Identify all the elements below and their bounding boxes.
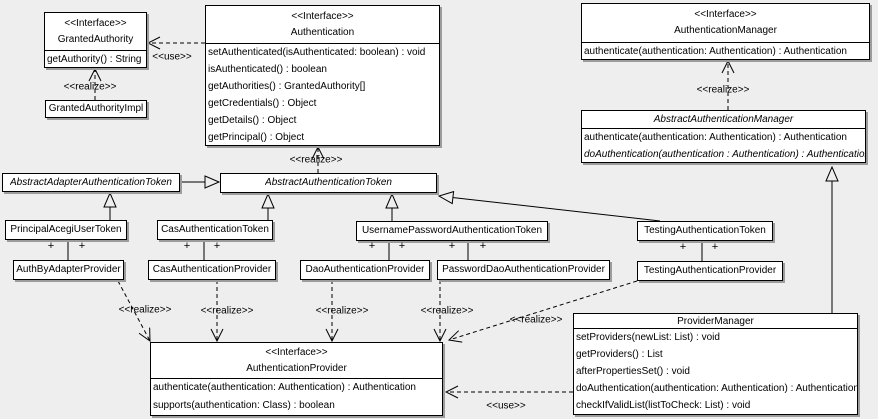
edge-label-realize: <<realize>> — [200, 305, 254, 317]
class-header: ProviderManager — [574, 314, 857, 329]
class-name: AuthByAdapterProvider — [16, 264, 121, 275]
method: getDetails() : Object — [208, 115, 297, 126]
edge-label-use: <<use>> — [152, 51, 192, 63]
edge-label-realize: <<realize>> — [509, 314, 563, 326]
class-principal-acegi-user-token[interactable]: PrincipalAcegiUserToken — [5, 220, 127, 240]
method: getAuthority() : String — [47, 54, 142, 65]
method: getProviders() : List — [576, 349, 663, 360]
class-name: AbstractAdapterAuthenticationToken — [10, 176, 172, 188]
edge-label-realize: <<realize>> — [420, 305, 474, 317]
stereotype: <<Interface>> — [694, 9, 757, 20]
edge-label-realize: <<realize>> — [696, 84, 750, 96]
edge-gen-testingtoken[interactable] — [439, 196, 661, 222]
class-username-password-authentication-token[interactable]: UsernamePasswordAuthenticationToken — [356, 221, 548, 241]
class-name: UsernamePasswordAuthenticationToken — [361, 225, 543, 236]
edge-realize-testingprovider[interactable] — [449, 280, 638, 340]
stereotype: <<Interface>> — [265, 346, 328, 358]
method: authenticate(authentication: Authenticat… — [584, 132, 847, 143]
assoc-end-label: + — [479, 240, 487, 252]
class-password-dao-authentication-provider[interactable]: PasswordDaoAuthenticationProvider — [437, 260, 610, 280]
assoc-end-label: + — [213, 240, 221, 252]
method: getCredentials() : Object — [208, 98, 317, 109]
class-name: GrantedAuthorityImpl — [48, 103, 144, 114]
edge-label-use: <<use>> — [486, 400, 526, 412]
method: authenticate(authentication: Authenticat… — [584, 46, 847, 57]
method: authenticate(authentication: Authenticat… — [153, 382, 416, 393]
class-name: AuthenticationProvider — [246, 362, 347, 374]
class-authentication-manager[interactable]: <<Interface>> AuthenticationManager auth… — [581, 3, 870, 60]
method-compartment: authenticate(authentication: Authenticat… — [151, 379, 442, 415]
class-name: AbstractAuthenticationManager — [653, 113, 794, 125]
assoc-end-label: + — [398, 240, 406, 252]
method-compartment: setProviders(newList: List) : void getPr… — [574, 329, 857, 414]
class-cas-authentication-token[interactable]: CasAuthenticationToken — [157, 220, 273, 240]
edge-label-realize: <<realize>> — [118, 304, 172, 316]
edge-label-realize: <<realize>> — [315, 305, 369, 317]
class-abstract-adapter-authentication-token[interactable]: AbstractAdapterAuthenticationToken — [2, 173, 180, 192]
assoc-end-label: + — [368, 240, 376, 252]
class-name: TestingAuthenticationToken — [644, 225, 766, 236]
edge-realize-authbyadapterprovider[interactable] — [117, 280, 150, 341]
class-header: AbstractAuthenticationManager — [582, 111, 865, 129]
method: getAuthorities() : GrantedAuthority[] — [208, 81, 366, 92]
assoc-end-label: + — [679, 241, 687, 253]
class-testing-authentication-provider[interactable]: TestingAuthenticationProvider — [637, 261, 783, 281]
class-authentication-provider[interactable]: <<Interface>> AuthenticationProvider aut… — [150, 342, 443, 416]
class-granted-authority[interactable]: <<Interface>> GrantedAuthority getAuthor… — [44, 12, 147, 68]
class-cas-authentication-provider[interactable]: CasAuthenticationProvider — [148, 260, 276, 280]
class-provider-manager[interactable]: ProviderManager setProviders(newList: Li… — [573, 313, 858, 415]
stereotype: <<Interface>> — [64, 17, 127, 29]
method: checkIfValidList(listToCheck: List) : vo… — [576, 400, 751, 411]
class-header: <<Interface>> GrantedAuthority — [45, 13, 146, 51]
assoc-end-label: + — [78, 240, 86, 252]
class-auth-by-adapter-provider[interactable]: AuthByAdapterProvider — [13, 260, 124, 280]
assoc-end-label: + — [47, 240, 55, 252]
class-name: DaoAuthenticationProvider — [305, 264, 425, 275]
class-name: CasAuthenticationProvider — [152, 264, 272, 275]
class-name: AbstractAuthenticationToken — [265, 177, 392, 188]
class-header: <<Interface>> Authentication — [206, 6, 439, 44]
class-dao-authentication-provider[interactable]: DaoAuthenticationProvider — [300, 260, 430, 280]
method: doAuthentication(authentication: Authent… — [576, 383, 857, 394]
method-compartment: authenticate(authentication: Authenticat… — [582, 129, 865, 163]
class-header: <<Interface>> AuthenticationManager — [582, 4, 869, 43]
class-abstract-authentication-token[interactable]: AbstractAuthenticationToken — [220, 173, 437, 193]
class-testing-authentication-token[interactable]: TestingAuthenticationToken — [637, 221, 773, 241]
assoc-end-label: + — [711, 241, 719, 253]
method: setAuthenticated(isAuthenticated: boolea… — [208, 47, 426, 58]
edge-label-realize: <<realize>> — [63, 81, 117, 93]
class-name: TestingAuthenticationProvider — [643, 265, 777, 276]
method: afterPropertiesSet() : void — [576, 366, 690, 377]
class-granted-authority-impl[interactable]: GrantedAuthorityImpl — [45, 100, 147, 118]
class-header: <<Interface>> AuthenticationProvider — [151, 343, 442, 379]
class-name: GrantedAuthority — [57, 33, 134, 45]
class-authentication[interactable]: <<Interface>> Authentication setAuthenti… — [205, 5, 440, 146]
method-compartment: setAuthenticated(isAuthenticated: boolea… — [206, 44, 439, 146]
method: doAuthentication(authentication : Authen… — [584, 149, 865, 160]
assoc-end-label: + — [183, 240, 191, 252]
class-name: ProviderManager — [677, 315, 754, 327]
class-name: AuthenticationManager — [674, 25, 777, 36]
class-abstract-authentication-manager[interactable]: AbstractAuthenticationManager authentica… — [581, 110, 866, 163]
class-name: Authentication — [290, 26, 355, 38]
method-compartment: getAuthority() : String — [45, 51, 146, 68]
edge-label-realize: <<realize>> — [289, 154, 343, 166]
method-compartment: authenticate(authentication: Authenticat… — [582, 43, 869, 60]
class-name: PrincipalAcegiUserToken — [10, 224, 122, 235]
method: supports(authentication: Class) : boolea… — [153, 400, 335, 411]
stereotype: <<Interface>> — [291, 10, 354, 22]
class-name: PasswordDaoAuthenticationProvider — [442, 264, 605, 275]
method: setProviders(newList: List) : void — [576, 332, 720, 343]
class-name: CasAuthenticationToken — [161, 224, 269, 235]
method: isAuthenticated() : boolean — [208, 64, 327, 75]
assoc-end-label: + — [448, 240, 456, 252]
method: getPrincipal() : Object — [208, 132, 305, 143]
